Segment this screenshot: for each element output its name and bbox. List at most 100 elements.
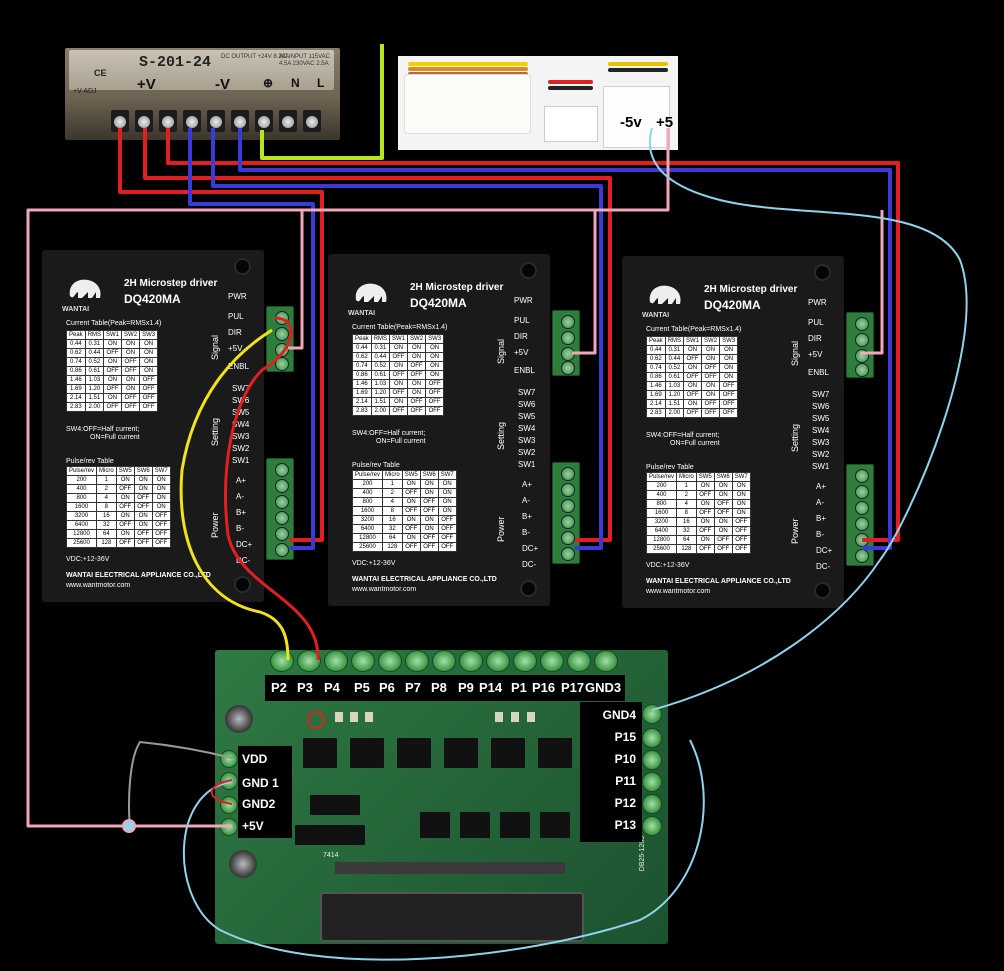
power-pin-label: DC+ [522, 544, 539, 553]
table-cell: 16 [382, 515, 403, 525]
table-cell: OFF [695, 544, 715, 554]
table-header-cell: Micro [382, 470, 403, 480]
terminal-screw [561, 467, 575, 481]
atx-connector [404, 74, 531, 134]
mount-hole [520, 580, 537, 597]
table-cell: ON [103, 393, 123, 403]
table-cell: OFF [401, 542, 421, 552]
smd-component [365, 712, 373, 722]
table-cell: ON [695, 481, 715, 491]
table-cell: 128 [382, 542, 403, 552]
terminal-screw [561, 361, 575, 375]
power-terminal-block [846, 464, 874, 566]
psu-terminal [111, 110, 129, 132]
table-header-cell: RMS [370, 334, 391, 344]
table-cell: OFF [115, 502, 135, 512]
table-cell: ON [401, 479, 421, 489]
terminal-screw [275, 463, 289, 477]
signal-group-label: Signal [790, 340, 800, 366]
table-cell: 0.44 [370, 352, 391, 362]
db25-connector [320, 892, 584, 942]
terminal-screw [561, 331, 575, 345]
table-cell: OFF [695, 508, 715, 518]
table-cell: ON [133, 511, 153, 521]
power-terminal-block [266, 458, 294, 560]
terminal-screw [567, 650, 591, 672]
table-header-cell: RMS [84, 330, 105, 340]
table-header-cell: SW5 [401, 470, 421, 480]
setting-pin-label: SW5 [232, 408, 250, 417]
signal-pin-label: ENBL [808, 368, 829, 377]
terminal-screw [561, 547, 575, 561]
table-cell: 3200 [645, 517, 678, 527]
signal-pin-label: PWR [808, 298, 827, 307]
table-cell: OFF [139, 402, 159, 412]
table-cell: OFF [151, 511, 171, 521]
current-table-title: Current Table(Peak=RMSx1.4) [352, 324, 448, 331]
table-cell: ON [695, 499, 715, 509]
terminal-screw [432, 650, 456, 672]
table-cell: ON [121, 339, 141, 349]
table-cell: OFF [139, 393, 159, 403]
vdc-label: VDC:+12-36V [646, 562, 690, 569]
pin-label-p9: P9 [458, 680, 474, 695]
setting-pin-label: SW3 [812, 438, 830, 447]
table-cell: OFF [713, 544, 733, 554]
setting-pin-label: SW6 [232, 396, 250, 405]
signal-pin-label: +5V [808, 350, 823, 359]
table-cell: ON [407, 379, 427, 389]
wire-red [548, 80, 593, 84]
power-pin-label: A- [816, 498, 824, 507]
setting-pin-label: SW5 [518, 412, 536, 421]
table-cell: OFF [389, 370, 409, 380]
table-cell: 2.14 [66, 393, 86, 403]
setting-pin-label: SW5 [812, 414, 830, 423]
signal-group-label: Signal [210, 334, 220, 360]
table-header-cell: SW6 [713, 472, 733, 482]
table-cell: ON [731, 508, 751, 518]
table-cell: OFF [713, 508, 733, 518]
terminal-screw [275, 543, 289, 557]
optocoupler-chip [460, 812, 490, 838]
table-cell: 2.14 [646, 399, 666, 409]
signal-pin-label: PUL [808, 318, 824, 327]
current-table-title: Current Table(Peak=RMSx1.4) [66, 320, 162, 327]
table-cell: 128 [676, 544, 697, 554]
table-cell: ON [389, 361, 409, 371]
pin-label-p8: P8 [431, 680, 447, 695]
table-cell: 0.61 [370, 370, 391, 380]
table-cell: 8 [676, 508, 697, 518]
table-cell: OFF [701, 399, 721, 409]
website-label: www.wantmotor.com [352, 586, 417, 593]
setting-pin-label: SW2 [518, 448, 536, 457]
table-cell: OFF [425, 379, 445, 389]
terminal-screw [275, 495, 289, 509]
terminal-screw [220, 772, 238, 790]
signal-pin-label: ENBL [514, 366, 535, 375]
table-cell: ON [701, 354, 721, 364]
table-header-cell: Pulse/rev [645, 472, 678, 482]
signal-pin-label: PWR [514, 296, 533, 305]
pin-label-gnd2: GND2 [242, 797, 276, 811]
table-cell: ON [419, 524, 439, 534]
table-cell: ON [121, 375, 141, 385]
terminal-screw [855, 469, 869, 483]
table-cell: OFF [389, 406, 409, 416]
maker-label: WANTAI ELECTRICAL APPLIANCE CO.,LTD [646, 578, 791, 585]
table-cell: ON [151, 484, 171, 494]
signal-group-label: Signal [496, 338, 506, 364]
table-cell: 1 [382, 479, 403, 489]
power-pin-label: DC- [522, 560, 537, 569]
table-header-cell: Micro [676, 472, 697, 482]
table-cell: 1.51 [664, 399, 685, 409]
